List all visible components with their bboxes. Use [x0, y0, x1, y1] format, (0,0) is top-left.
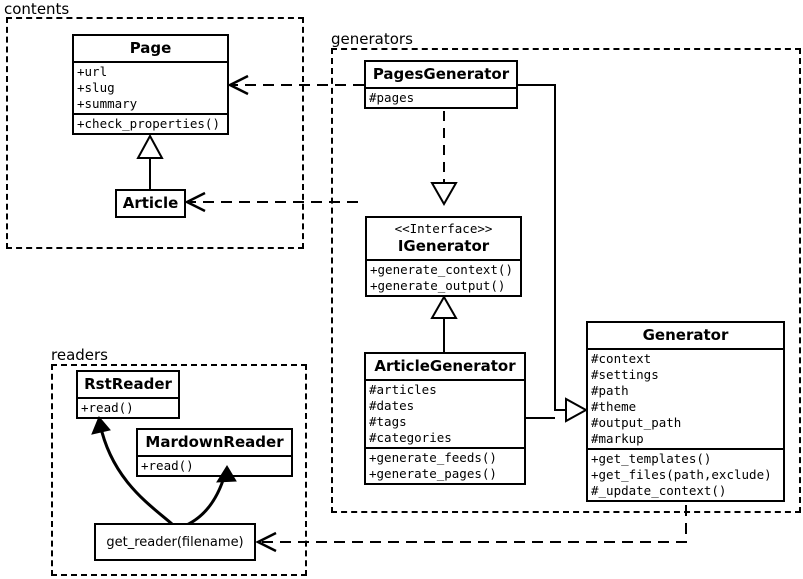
class-methods-page: +check_properties() [74, 113, 227, 133]
attribute-item: #pages [369, 90, 415, 105]
class-box-page[interactable]: Page +url +slug +summary +check_properti… [72, 34, 229, 135]
method-item: +generate_feeds() [369, 450, 497, 465]
class-title-page: Page [129, 39, 172, 57]
method-item: +read() [81, 400, 134, 415]
class-title-article-generator: ArticleGenerator [374, 357, 516, 375]
class-box-rst-reader[interactable]: RstReader +read() [76, 370, 180, 419]
package-label-generators: generators [331, 30, 413, 48]
class-box-pages-generator[interactable]: PagesGenerator #pages [364, 60, 518, 109]
method-item: +read() [141, 458, 194, 473]
package-frame-readers [51, 364, 307, 576]
package-label-readers: readers [51, 346, 108, 364]
method-item: +get_templates() [591, 451, 712, 466]
attribute-item: #settings [591, 367, 659, 382]
class-attributes-generator: #context #settings #path #theme #output_… [588, 348, 783, 448]
class-attributes-pages-generator: #pages [366, 87, 516, 107]
attribute-item: +summary [77, 96, 138, 111]
attribute-item: +url [77, 64, 108, 79]
class-title-rst-reader: RstReader [84, 375, 172, 393]
class-box-igenerator[interactable]: <<Interface>> IGenerator +generate_conte… [365, 216, 522, 297]
method-item: #_update_context() [591, 483, 727, 498]
class-box-mardown-reader[interactable]: MardownReader +read() [136, 428, 293, 477]
class-methods-igenerator: +generate_context() +generate_output() [367, 259, 520, 295]
package-label-contents: contents [4, 0, 70, 18]
attribute-item: #tags [369, 414, 407, 429]
function-box-get-reader[interactable]: get_reader(filename) [94, 523, 256, 561]
attribute-item: #theme [591, 399, 637, 414]
class-title-igenerator: IGenerator [397, 237, 490, 255]
class-box-generator[interactable]: Generator #context #settings #path #them… [586, 321, 785, 502]
function-label-get-reader: get_reader(filename) [106, 534, 244, 550]
class-stereotype-igenerator: <<Interface>> [394, 221, 493, 236]
attribute-item: #context [591, 351, 652, 366]
method-item: +generate_pages() [369, 466, 497, 481]
attribute-item: #dates [369, 398, 415, 413]
class-box-article[interactable]: Article [115, 189, 186, 218]
attribute-item: +slug [77, 80, 115, 95]
method-item: +generate_context() [370, 262, 513, 277]
class-title-article: Article [122, 194, 179, 212]
class-box-article-generator[interactable]: ArticleGenerator #articles #dates #tags … [364, 352, 526, 485]
class-title-mardown-reader: MardownReader [145, 433, 284, 451]
attribute-item: #articles [369, 382, 437, 397]
method-item: +get_files(path,exclude) [591, 467, 772, 482]
method-item: +check_properties() [77, 116, 220, 131]
class-methods-article-generator: +generate_feeds() +generate_pages() [366, 447, 524, 483]
class-attributes-article-generator: #articles #dates #tags #categories [366, 379, 524, 447]
attribute-item: #categories [369, 430, 452, 445]
attribute-item: #path [591, 383, 629, 398]
class-attributes-page: +url +slug +summary [74, 61, 227, 113]
class-title-generator: Generator [642, 326, 729, 344]
class-methods-mardown-reader: +read() [138, 455, 291, 475]
attribute-item: #markup [591, 431, 644, 446]
package-frame-contents [6, 17, 304, 249]
class-title-pages-generator: PagesGenerator [372, 65, 510, 83]
method-item: +generate_output() [370, 278, 506, 293]
class-methods-generator: +get_templates() +get_files(path,exclude… [588, 448, 783, 500]
attribute-item: #output_path [591, 415, 682, 430]
class-methods-rst-reader: +read() [78, 397, 178, 417]
